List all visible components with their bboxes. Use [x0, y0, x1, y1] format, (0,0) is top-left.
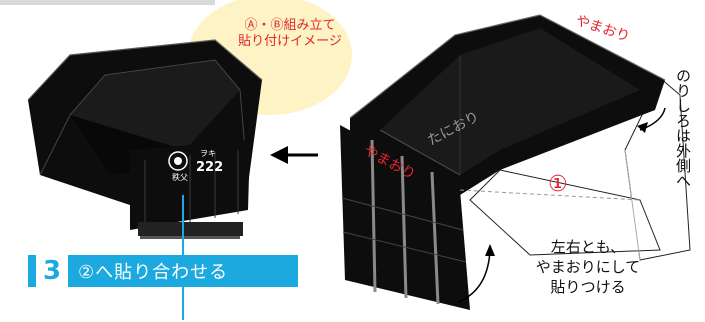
car-emblem-icon [168, 151, 188, 171]
callout-line-1: Ⓐ・Ⓑ組み立て [244, 18, 336, 33]
assembled-hopper-car [27, 39, 263, 239]
assembly-callout: Ⓐ・Ⓑ組み立て 貼り付けイメージ [200, 18, 380, 50]
step-instruction: ②へ貼り合わせる [78, 262, 229, 283]
part-number-label: ① [548, 172, 568, 197]
car-emblem-label: 秩父 [172, 173, 188, 182]
car-number: 222 [196, 160, 224, 175]
part-one-diagram [340, 14, 691, 310]
fold-arrow-bottom [457, 249, 491, 303]
step-number: 3 [36, 255, 68, 287]
arrow-left-icon [270, 146, 318, 164]
callout-line-2: 貼り付けイメージ [238, 34, 342, 49]
car-type-text: ヲキ [200, 149, 216, 158]
fold-instruction-note: 左右とも、 やまおりにして 貼りつける [535, 238, 641, 296]
previous-step-fragment [0, 0, 215, 5]
glue-tab-note: のりしろは外側へ [674, 68, 692, 188]
step-banner: 3 ②へ貼り合わせる [28, 255, 298, 287]
